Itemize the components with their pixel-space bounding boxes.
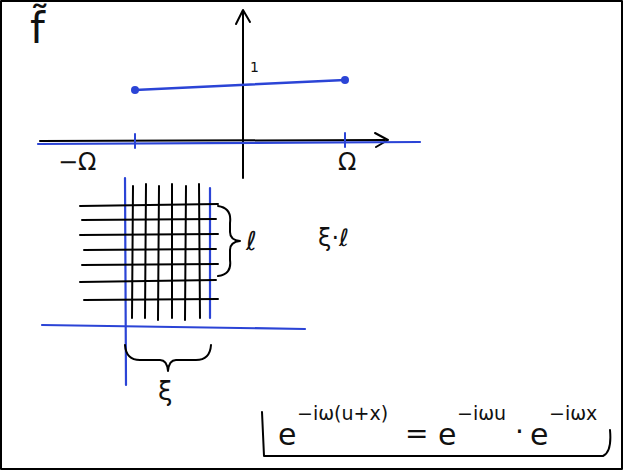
area-label: ξ·ℓ <box>318 226 349 250</box>
end-dot <box>341 76 349 84</box>
y-axis <box>242 12 244 178</box>
y-axis-arrow <box>236 10 250 24</box>
function-name: f̃ <box>30 8 45 50</box>
equation-base: e <box>438 420 456 450</box>
equation-base: e <box>530 420 548 450</box>
equation-exponent: −iωu <box>457 404 506 423</box>
tick <box>134 134 136 148</box>
equation-base: e <box>278 420 296 450</box>
tick <box>344 133 346 147</box>
equation-sign: = <box>405 420 428 448</box>
grid-border <box>42 325 305 329</box>
equation-exponent: −iωx <box>549 404 597 423</box>
value-label: 1 <box>250 60 259 74</box>
x-axis-arrow <box>375 133 388 147</box>
x-axis <box>40 140 385 141</box>
axis-label: Ω <box>338 150 356 174</box>
brace <box>125 345 211 371</box>
spectrum-plateau <box>135 80 345 90</box>
brace <box>218 206 240 276</box>
spectrum-zero-line <box>38 142 420 144</box>
equation-exponent: −iω(u+x) <box>297 404 388 423</box>
dimension-label: ℓ <box>246 228 257 254</box>
equation-sign: · <box>515 418 524 446</box>
axis-label: −Ω <box>58 150 96 174</box>
grid-lines <box>80 204 218 300</box>
end-dot <box>131 86 139 94</box>
dimension-label: ξ <box>158 378 173 404</box>
